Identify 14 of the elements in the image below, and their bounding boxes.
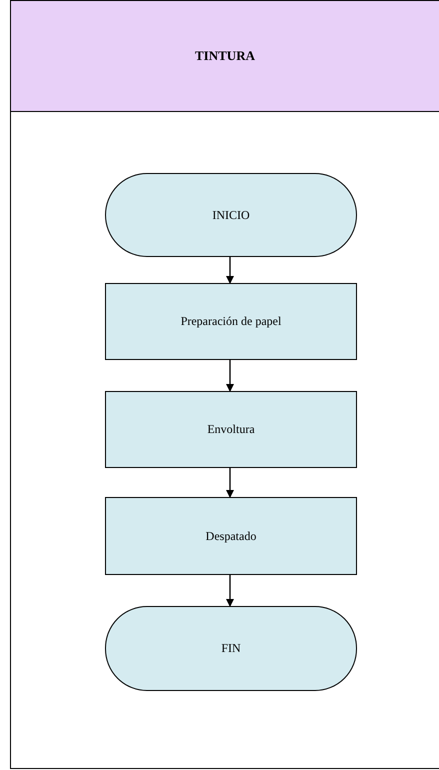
node-label: FIN	[220, 641, 242, 656]
node-label: Envoltura	[206, 422, 256, 437]
arrow	[226, 360, 234, 392]
process-box	[105, 391, 357, 468]
arrow	[226, 575, 234, 607]
arrow	[226, 468, 234, 498]
lane-title: TINTURA	[195, 48, 255, 64]
arrow	[226, 257, 234, 284]
process-box	[105, 497, 357, 575]
process-box	[105, 283, 357, 360]
node-label: INICIO	[211, 208, 251, 222]
swimlane	[10, 0, 439, 769]
node-label: Preparación de papel	[180, 314, 282, 329]
node-label: Despatado	[204, 528, 258, 544]
